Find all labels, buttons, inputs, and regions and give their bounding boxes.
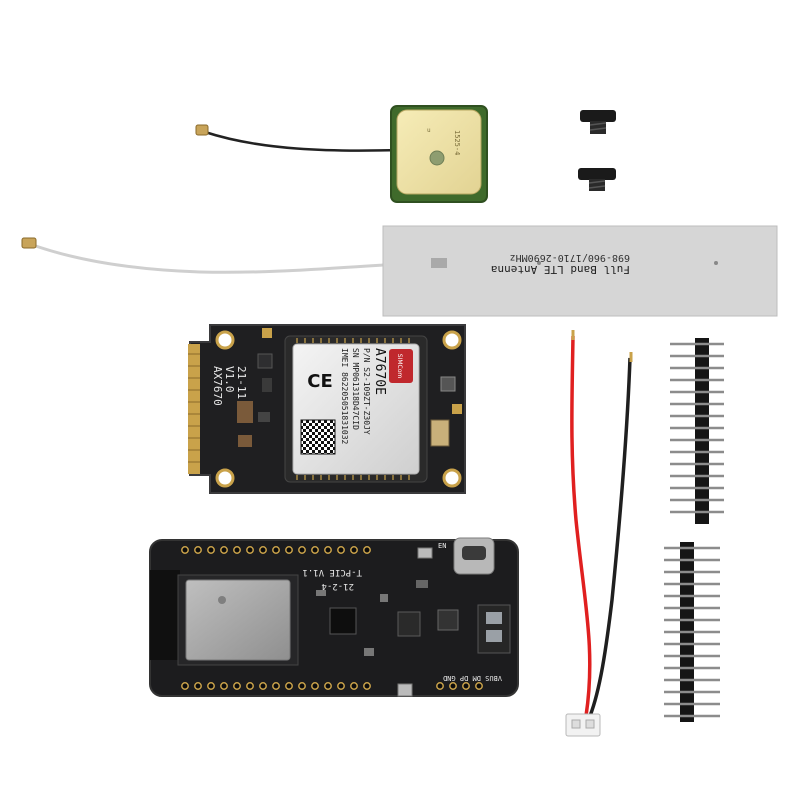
jst-connector <box>565 713 601 737</box>
power-switch <box>397 683 413 697</box>
lte-frequency-label: 698-960/1710-2690MHz <box>510 252 630 263</box>
modem-model: A7670E <box>372 348 387 395</box>
modem-mount-hole-bottom <box>215 468 235 488</box>
modem-mount-hole-bottom-right <box>442 468 462 488</box>
pin-header-top-body <box>695 338 709 524</box>
modem-capacitor <box>237 401 253 423</box>
modem-imei: IMEI 862205051831032 <box>340 348 349 445</box>
modem-board-version: V1.0 <box>223 366 236 393</box>
mini-pcie-modem: AX7670 V1.0 21-11-28 SIMCom A7670E P/N S… <box>188 324 466 494</box>
modem-qr-code <box>300 419 336 455</box>
black-wire <box>588 357 632 717</box>
red-wire <box>570 335 592 717</box>
main-left-connector <box>150 570 180 660</box>
gps-feed-point <box>429 150 445 166</box>
lte-antenna-label: Full Band LTE Antenna <box>491 263 630 276</box>
gps-patch-marking: u <box>427 127 431 134</box>
gps-antenna: 1525-4 u <box>195 105 488 203</box>
main-pin-labels: VBUS DM DP GND <box>443 674 502 682</box>
modem-ufl-main <box>262 328 272 338</box>
gps-patch-code: 1525-4 <box>453 130 461 155</box>
modem-mount-hole-top <box>215 330 235 350</box>
main-board-date: 21-2-4 <box>321 581 354 591</box>
modem-board-name: AX7670 <box>211 366 224 406</box>
modem-mount-hole-top-right <box>442 330 462 350</box>
pin-header-top <box>670 338 724 524</box>
modem-ce-mark: CE <box>307 371 333 392</box>
lte-ufl-connector <box>21 237 37 249</box>
esp32-shield <box>185 579 291 661</box>
battery-cable <box>565 330 633 737</box>
modem-ufl-aux <box>452 404 462 414</box>
modem-simcom-logo: SIMCom <box>389 349 413 383</box>
screw-bottom <box>578 168 616 191</box>
lte-solder-pad <box>431 258 447 268</box>
en-label: EN <box>438 542 446 550</box>
lte-antenna: 698-960/1710-2690MHz Full Band LTE Anten… <box>21 225 778 317</box>
modem-brand: SIMCom <box>396 354 403 379</box>
main-chip <box>329 607 357 635</box>
lte-antenna-film <box>382 225 778 317</box>
pin-header-bottom <box>664 542 720 722</box>
en-button <box>417 547 433 559</box>
gps-ufl-connector <box>195 124 209 136</box>
modem-gold-fingers <box>188 344 200 474</box>
t-pcie-board: T-PCIE V1.1 21-2-4 EN VBUS DM DP GND <box>149 537 519 697</box>
gps-cable <box>204 130 399 152</box>
modem-pn: P/N S2-109ZT-Z30JY <box>362 348 371 435</box>
main-board-name: T-PCIE V1.1 <box>302 567 362 577</box>
modem-sn: SN MP061318D47CID <box>351 348 360 430</box>
lte-cable <box>29 242 439 274</box>
screw-top <box>580 110 616 134</box>
